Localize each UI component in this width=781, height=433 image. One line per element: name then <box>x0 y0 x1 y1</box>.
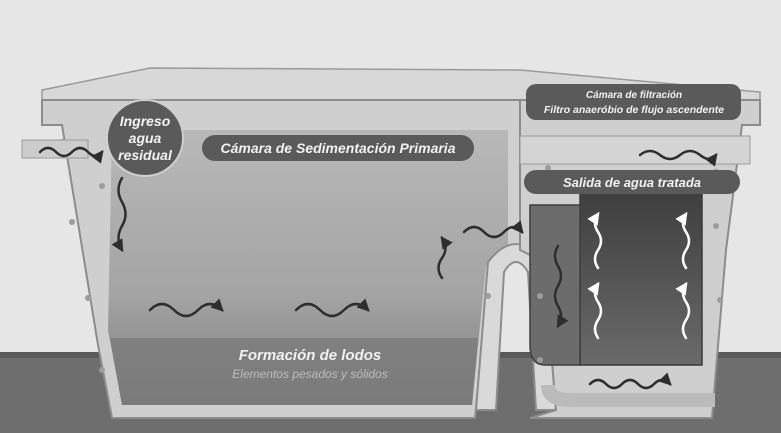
sludge-title: Formación de lodos <box>239 347 382 364</box>
outlet-channel <box>519 135 751 165</box>
downward-flow-arrow <box>111 176 127 253</box>
transfer-pipe <box>529 204 581 366</box>
sludge-label: Formación de lodos Elementos pesados y s… <box>232 347 387 381</box>
upflow-arrows <box>587 211 691 340</box>
primary-chamber-pill <box>202 135 474 161</box>
inlet-flow-arrow <box>38 146 104 164</box>
transfer-flow-arrow <box>462 220 524 239</box>
primary-chamber-text: Cámara de Sedimentación Primaria <box>221 140 456 156</box>
inlet-label: Ingreso agua residual <box>106 99 184 177</box>
pipe-down-arrow <box>553 244 569 329</box>
outlet-flow-arrow <box>638 149 718 167</box>
inlet-label-line3: residual <box>118 147 173 163</box>
rising-flow-arrow <box>437 235 453 280</box>
sludge-flow-arrow-2 <box>294 298 370 318</box>
filter-chamber-pill <box>526 84 741 120</box>
flow-arrows <box>38 146 718 390</box>
inlet-label-line2: agua <box>129 130 162 146</box>
inlet-label-line1: Ingreso <box>120 113 171 129</box>
primary-chamber-water <box>108 130 508 405</box>
treated-outlet-label: Salida de agua tratada <box>524 170 740 194</box>
bottom-flow-arrow <box>588 372 672 390</box>
inlet-label-circle <box>106 99 184 177</box>
upflow-arrow-4 <box>675 281 691 340</box>
sludge-layer <box>110 338 478 405</box>
bottom-pipe <box>541 384 715 407</box>
treated-outlet-text: Salida de agua tratada <box>563 175 701 190</box>
filter-chamber-line1: Cámara de filtración <box>586 90 682 101</box>
filter-chamber-label: Cámara de filtración Filtro anaeróbio de… <box>526 84 741 120</box>
treated-outlet-pill <box>524 170 740 194</box>
upflow-arrow-1 <box>587 211 603 270</box>
sludge-subtitle: Elementos pesados y sólidos <box>232 367 387 381</box>
upflow-arrow-2 <box>675 211 691 270</box>
filter-chamber-line2: Filtro anaeróbio de flujo ascendente <box>544 104 724 116</box>
upflow-arrow-3 <box>587 281 603 340</box>
sludge-flow-arrow-1 <box>148 298 224 318</box>
primary-chamber-label: Cámara de Sedimentación Primaria <box>202 135 474 161</box>
